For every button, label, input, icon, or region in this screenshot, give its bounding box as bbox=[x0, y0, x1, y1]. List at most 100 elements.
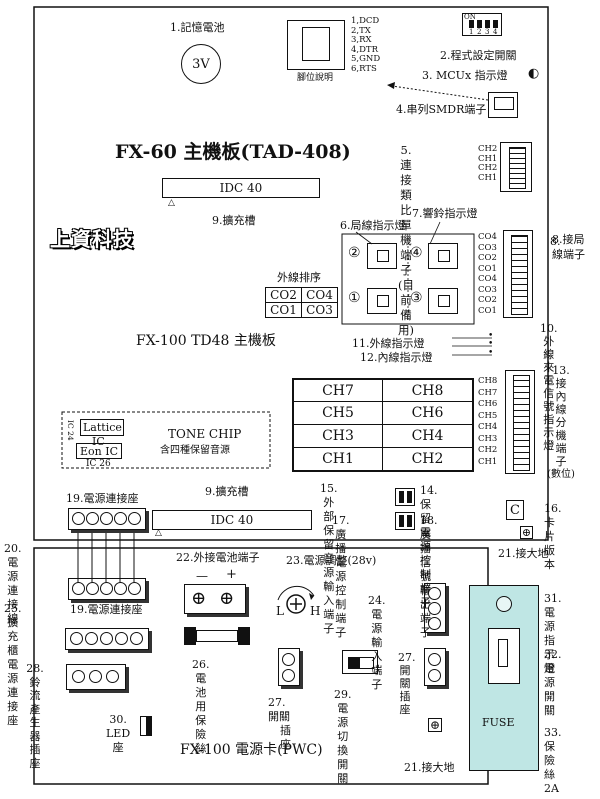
led-dot-icon: • bbox=[488, 331, 494, 341]
switch-socket-b[interactable] bbox=[424, 648, 446, 686]
rj-connector-diagram bbox=[287, 20, 345, 70]
co-terminal-label-text2: 線端子 bbox=[552, 248, 585, 261]
pin-caption: 腳位說明 bbox=[297, 73, 334, 83]
lattice-chip: Lattice bbox=[80, 419, 124, 436]
co-terminal-block[interactable] bbox=[503, 230, 533, 318]
ground-screw-icon: ⊕ bbox=[428, 718, 442, 732]
rj-jack-icon bbox=[302, 27, 330, 61]
co-num-2: ② bbox=[348, 245, 361, 261]
ground-screw-icon: ⊕ bbox=[520, 526, 533, 539]
power-indicator-led bbox=[496, 596, 512, 612]
pot-high: H bbox=[310, 604, 321, 618]
pin-5: 5,GND bbox=[351, 54, 381, 64]
co-terminal-label-text: 8.接局 bbox=[552, 233, 585, 246]
ch-terminal-block[interactable] bbox=[505, 370, 535, 474]
idc-slot-top[interactable]: IDC 40 bbox=[162, 178, 320, 198]
switch-socket-a[interactable] bbox=[278, 648, 300, 686]
co-led-label: 6.局線指示燈 bbox=[340, 219, 406, 232]
eon-chip-name: Eon IC bbox=[80, 445, 118, 458]
fuse-holder-label[interactable]: FUSE bbox=[482, 716, 515, 729]
pin-6: 6,RTS bbox=[351, 63, 377, 74]
co-led-3 bbox=[428, 288, 458, 314]
tone-chip-label: TONE CHIP bbox=[168, 427, 242, 441]
expansion-power-connector[interactable] bbox=[65, 628, 149, 650]
co-terminal-label: 8. bbox=[550, 235, 561, 248]
ext-battery-terminal[interactable]: ⊕ ⊕ bbox=[184, 584, 246, 614]
card-version-mark: C bbox=[506, 500, 524, 520]
ch-cell: CH8 bbox=[382, 379, 473, 402]
ic24-label: IC 24 bbox=[66, 420, 75, 441]
lattice-chip-name: Lattice bbox=[83, 421, 122, 434]
power-switch[interactable] bbox=[488, 628, 520, 684]
ring-generator-socket[interactable] bbox=[66, 664, 126, 690]
co-num-1: ① bbox=[348, 290, 361, 306]
brand-logo-text: 上資科技 bbox=[50, 227, 134, 251]
power-led-label: 31.電源指示燈 bbox=[544, 592, 562, 675]
ext-music-input-terminal[interactable] bbox=[395, 488, 415, 506]
co-num-3: ③ bbox=[410, 290, 423, 306]
ground-bottom-label: 21.接大地 bbox=[404, 761, 455, 774]
battery-fuse-label: 26.電池用保險絲 bbox=[192, 658, 210, 755]
expansion-power-label: 25.擴充櫃電源連接座 bbox=[4, 602, 22, 727]
ch-cell: CH1 bbox=[293, 447, 383, 471]
board-td48-title: FX-100 TD48 主機板 bbox=[136, 333, 276, 349]
smdr-port[interactable] bbox=[488, 92, 518, 118]
ch-terminal-label: 13. 接 內 線 分 機 端 子 (數位) bbox=[547, 364, 575, 480]
power-select-switch[interactable] bbox=[342, 650, 378, 674]
co-led-2 bbox=[367, 243, 397, 269]
ring-generator-label: 28.鈴流產生器插座 bbox=[26, 662, 44, 770]
tone-chip-desc: 含四種保留音源 bbox=[160, 445, 230, 456]
power-front-panel: FUSE bbox=[469, 585, 539, 771]
led-socket[interactable] bbox=[140, 716, 152, 736]
ext-order-cell: CO2 bbox=[265, 287, 302, 303]
idc-slot-bottom[interactable]: IDC 40 bbox=[152, 510, 312, 530]
ext-order-cell: CO4 bbox=[301, 287, 338, 303]
battery-value: 3V bbox=[192, 56, 210, 72]
analog-terminal-block[interactable] bbox=[500, 142, 532, 192]
battery-fuse[interactable] bbox=[184, 627, 250, 645]
pot-low: L bbox=[276, 604, 284, 618]
hold-power-control-label: 14.保留電源控制端子 bbox=[420, 484, 438, 609]
co-num-4: ④ bbox=[410, 245, 423, 261]
smdr-label: 4.串列SMDR端子 bbox=[396, 103, 487, 116]
power-input-terminal[interactable] bbox=[424, 583, 446, 633]
power-cable-label: 20.電源連接線 bbox=[4, 542, 22, 625]
idc-pin1-mark: △ bbox=[168, 198, 175, 208]
pin-list: 1,DCD 2,TX 3,RX 4,DTR 5,GND 6,RTS bbox=[351, 16, 381, 74]
dip-switch[interactable]: ON 1 2 3 4 bbox=[462, 13, 502, 36]
idc-pin1-mark: △ bbox=[155, 528, 162, 538]
power-board-title: FX-100 電源卡(PWC) bbox=[180, 742, 323, 758]
ext-order-title: 外線排序 bbox=[277, 271, 321, 284]
analog-channel-labels: CH2 CH1 CH2 CH1 bbox=[478, 144, 498, 183]
incoming-signal-led-label: 10.外線 來電信號 指示燈 bbox=[540, 322, 558, 452]
led-dot-icon: • bbox=[488, 348, 494, 358]
card-version-label: 16.卡片版本 bbox=[544, 502, 562, 571]
dip-on-label: ON bbox=[464, 13, 476, 21]
voltage-adjust-label: 23.電源調整(28v) bbox=[286, 554, 377, 567]
polarity-plus: + bbox=[226, 567, 237, 582]
eon-chip: Eon IC bbox=[76, 443, 122, 459]
dip-num-2: 2 bbox=[477, 28, 482, 36]
ext-order-cell: CO1 bbox=[265, 302, 302, 318]
power-connector-bottom[interactable] bbox=[68, 578, 146, 600]
idc-top-label: 9.擴充槽 bbox=[212, 214, 256, 227]
board-top-title: FX-60 主機板(TAD-408) bbox=[115, 141, 351, 163]
switch-socket-a-label: 27.開關插座 bbox=[268, 696, 291, 751]
dip-num-1: 1 bbox=[469, 28, 474, 36]
pin-1: 1,DCD bbox=[351, 16, 380, 26]
ch-cell: CH4 bbox=[382, 424, 473, 448]
power-input-label: 24.電源輸入端子 bbox=[368, 594, 386, 691]
dip-num-4: 4 bbox=[493, 28, 498, 36]
pin-3: 3,RX bbox=[351, 35, 372, 45]
co-led-1 bbox=[367, 288, 397, 314]
polarity-minus: — bbox=[196, 569, 208, 583]
dip-label: 2.程式設定開關 bbox=[440, 49, 517, 62]
battery-icon: 3V bbox=[181, 44, 221, 84]
power-connector-top[interactable] bbox=[68, 508, 146, 530]
ring-led-label: 7.響鈴指示燈 bbox=[412, 207, 478, 220]
ext-music-input-label: 15.外部保留音源輸入端子 bbox=[320, 482, 338, 635]
lattice-ic-label: IC bbox=[92, 435, 105, 448]
page-terminal[interactable] bbox=[395, 512, 415, 530]
